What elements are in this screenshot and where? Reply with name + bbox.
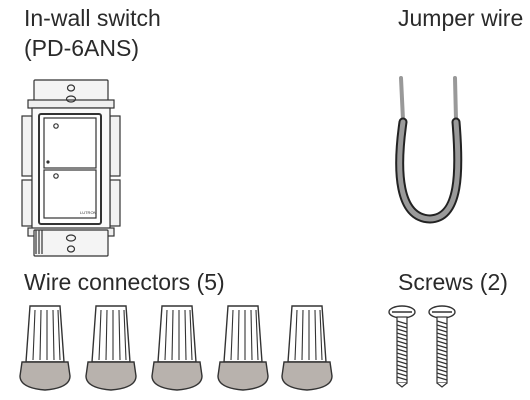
wire-connectors-title: Wire connectors (5) <box>24 269 225 295</box>
in-wall-switch-illustration: LUTRON <box>21 79 121 257</box>
wire-connectors-illustration <box>19 305 333 391</box>
screws-title: Screws (2) <box>398 269 508 295</box>
switch-brand-text: LUTRON <box>80 210 97 215</box>
jumper-wire-title: Jumper wire <box>398 5 524 31</box>
switch-model-label: (PD-6ANS) <box>24 35 140 61</box>
wire-connector-4 <box>217 305 269 391</box>
jumper-wire-illustration <box>395 76 463 224</box>
wire-connector-2 <box>85 305 137 391</box>
screw-2 <box>428 305 456 388</box>
wire-connector-3 <box>151 305 203 391</box>
screw-1 <box>388 305 416 388</box>
screws-illustration <box>388 305 456 388</box>
wire-connector-1 <box>19 305 71 391</box>
wire-connector-5 <box>281 305 333 391</box>
switch-title: In-wall switch <box>24 5 161 31</box>
